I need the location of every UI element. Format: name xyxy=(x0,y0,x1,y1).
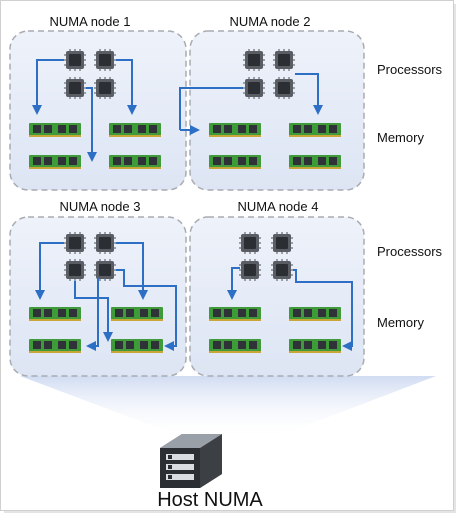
memory-module-icon xyxy=(289,339,341,353)
memory-label-bottom: Memory xyxy=(377,315,424,330)
memory-module-icon xyxy=(289,123,341,137)
numa-node-4-label: NUMA node 4 xyxy=(238,199,319,214)
numa-node-2-arrows xyxy=(295,73,323,115)
memory-module-icon xyxy=(289,155,341,169)
processor-chip-icon xyxy=(239,232,261,254)
processor-chip-icon xyxy=(94,259,116,281)
processor-chip-icon xyxy=(94,77,116,99)
memory-module-icon xyxy=(29,155,81,169)
numa-node-1-label: NUMA node 1 xyxy=(50,14,131,29)
processors-label-top: Processors xyxy=(377,62,443,77)
numa-node-3-label: NUMA node 3 xyxy=(60,199,141,214)
processor-chip-icon xyxy=(273,77,295,99)
processor-chip-icon xyxy=(273,49,295,71)
processors-label-bottom: Processors xyxy=(377,244,443,259)
projection-beam xyxy=(20,376,436,440)
memory-module-icon xyxy=(209,307,261,321)
memory-module-icon xyxy=(109,123,161,137)
processor-chip-icon xyxy=(243,49,265,71)
processor-chip-icon xyxy=(271,232,293,254)
processor-chip-icon xyxy=(64,259,86,281)
memory-module-icon xyxy=(109,155,161,169)
numa-node-3-arrows xyxy=(35,242,177,351)
processor-chip-icon xyxy=(239,259,261,281)
processor-chip-icon xyxy=(64,77,86,99)
memory-module-icon xyxy=(111,339,163,353)
memory-module-icon xyxy=(29,339,81,353)
memory-module-icon xyxy=(29,307,81,321)
memory-module-icon xyxy=(209,339,261,353)
numa-node-2-box xyxy=(189,30,365,191)
memory-module-icon xyxy=(209,123,261,137)
processor-chip-icon xyxy=(243,77,265,99)
numa-node-1-box xyxy=(9,30,187,191)
numa-node-4-box xyxy=(189,216,365,377)
processor-chip-icon xyxy=(64,49,86,71)
memory-module-icon xyxy=(209,155,261,169)
cross-node-link-line xyxy=(179,87,248,130)
memory-module-icon xyxy=(289,307,341,321)
memory-module-icon xyxy=(29,123,81,137)
host-numa-label: Host NUMA xyxy=(157,489,263,511)
numa-node-2-label: NUMA node 2 xyxy=(230,14,311,29)
processor-chip-icon xyxy=(94,49,116,71)
memory-module-icon xyxy=(111,307,163,321)
server-icon xyxy=(160,434,222,488)
memory-label-top: Memory xyxy=(377,130,424,145)
processor-chip-icon xyxy=(64,232,86,254)
numa-node-4-arrows xyxy=(227,267,353,351)
processor-chip-icon xyxy=(94,232,116,254)
processor-chip-icon xyxy=(271,259,293,281)
numa-node-1-arrows xyxy=(32,59,137,162)
